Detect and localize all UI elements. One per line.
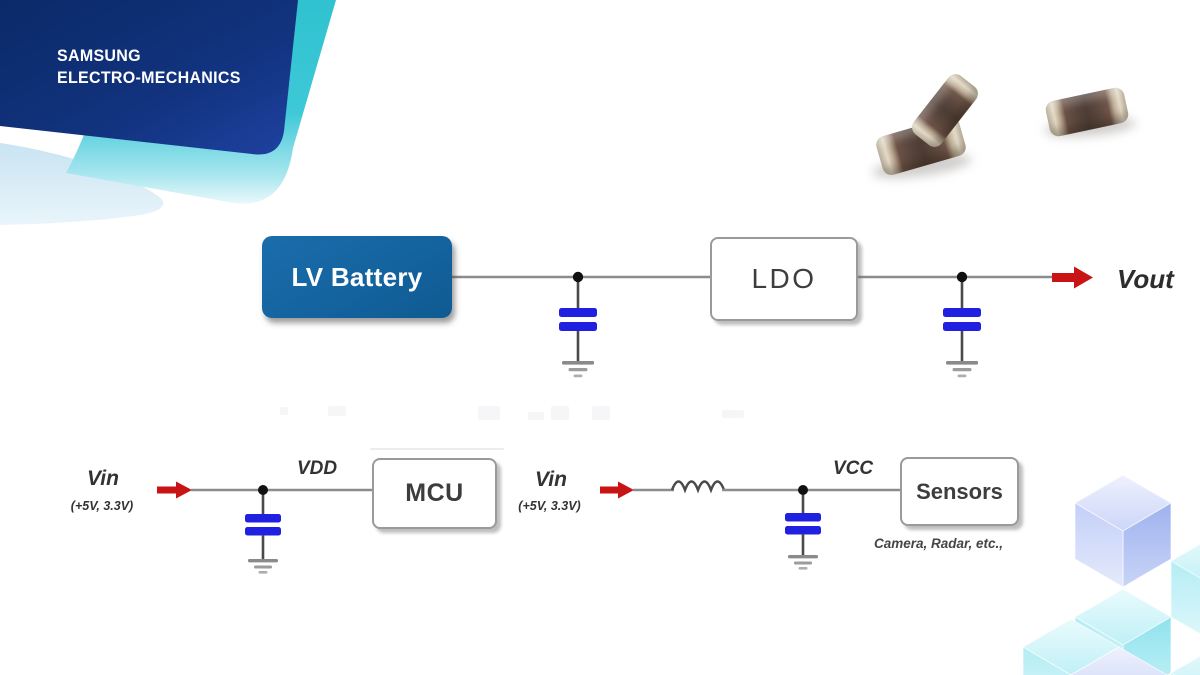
mcu-box: MCU: [372, 458, 497, 529]
ghost-artifact: [478, 406, 500, 420]
ghost-underline: [370, 448, 504, 450]
ldo-label: LDO: [751, 263, 817, 294]
red-arrow-icon: [1052, 266, 1093, 289]
ground-icon: [248, 559, 278, 574]
sensor-examples-caption: Camera, Radar, etc.,: [873, 536, 1004, 551]
vin-voltages-sensor: (+5V, 3.3V): [518, 499, 581, 513]
vdd-label: VDD: [297, 458, 338, 479]
vcc-label: VCC: [833, 458, 874, 479]
ghost-artifact: [328, 406, 346, 416]
capacitor-icon: [245, 490, 281, 560]
ghost-artifact: [551, 406, 569, 420]
ground-icon: [788, 555, 818, 570]
ghost-artifact: [528, 412, 544, 420]
junction-dot: [956, 271, 968, 283]
capacitor-icon: [785, 490, 821, 556]
sensors-label: Sensors: [916, 478, 1003, 504]
ground-icon: [562, 361, 594, 378]
lv-battery-box: LV Battery: [262, 236, 452, 318]
junction-dot: [798, 485, 808, 495]
red-arrow-icon: [600, 481, 634, 499]
logo-corner-graphic: [0, 0, 336, 225]
sensors-box: Sensors: [900, 457, 1019, 526]
logo-shape-navy: [0, 0, 298, 155]
brand-name-line2: ELECTRO-MECHANICS: [57, 69, 241, 87]
cube-decoration: [1022, 474, 1200, 675]
mcu-label: MCU: [405, 479, 464, 507]
brand-name-line1: SAMSUNG: [57, 47, 141, 65]
ghost-artifact: [280, 407, 288, 415]
vout-label: Vout: [1117, 264, 1174, 294]
capacitor-icon: [943, 277, 981, 362]
ground-icon: [946, 361, 978, 378]
vin-label-sensor: Vin: [535, 468, 567, 491]
ghost-artifact: [722, 410, 744, 418]
junction-dot: [258, 485, 268, 495]
logo-shape-pale: [0, 143, 164, 225]
red-arrow-icon: [157, 481, 192, 499]
ghost-artifact: [592, 406, 610, 420]
capacitor-icon: [559, 277, 597, 362]
ldo-box: LDO: [710, 237, 858, 321]
junction-dot: [572, 271, 584, 283]
vin-voltages-mcu: (+5V, 3.3V): [70, 499, 134, 513]
brand-logo: SAMSUNG ELECTRO-MECHANICS: [57, 45, 241, 89]
inductor-icon: [670, 480, 726, 494]
vin-label-mcu: Vin: [87, 467, 119, 490]
lv-battery-label: LV Battery: [291, 261, 423, 292]
